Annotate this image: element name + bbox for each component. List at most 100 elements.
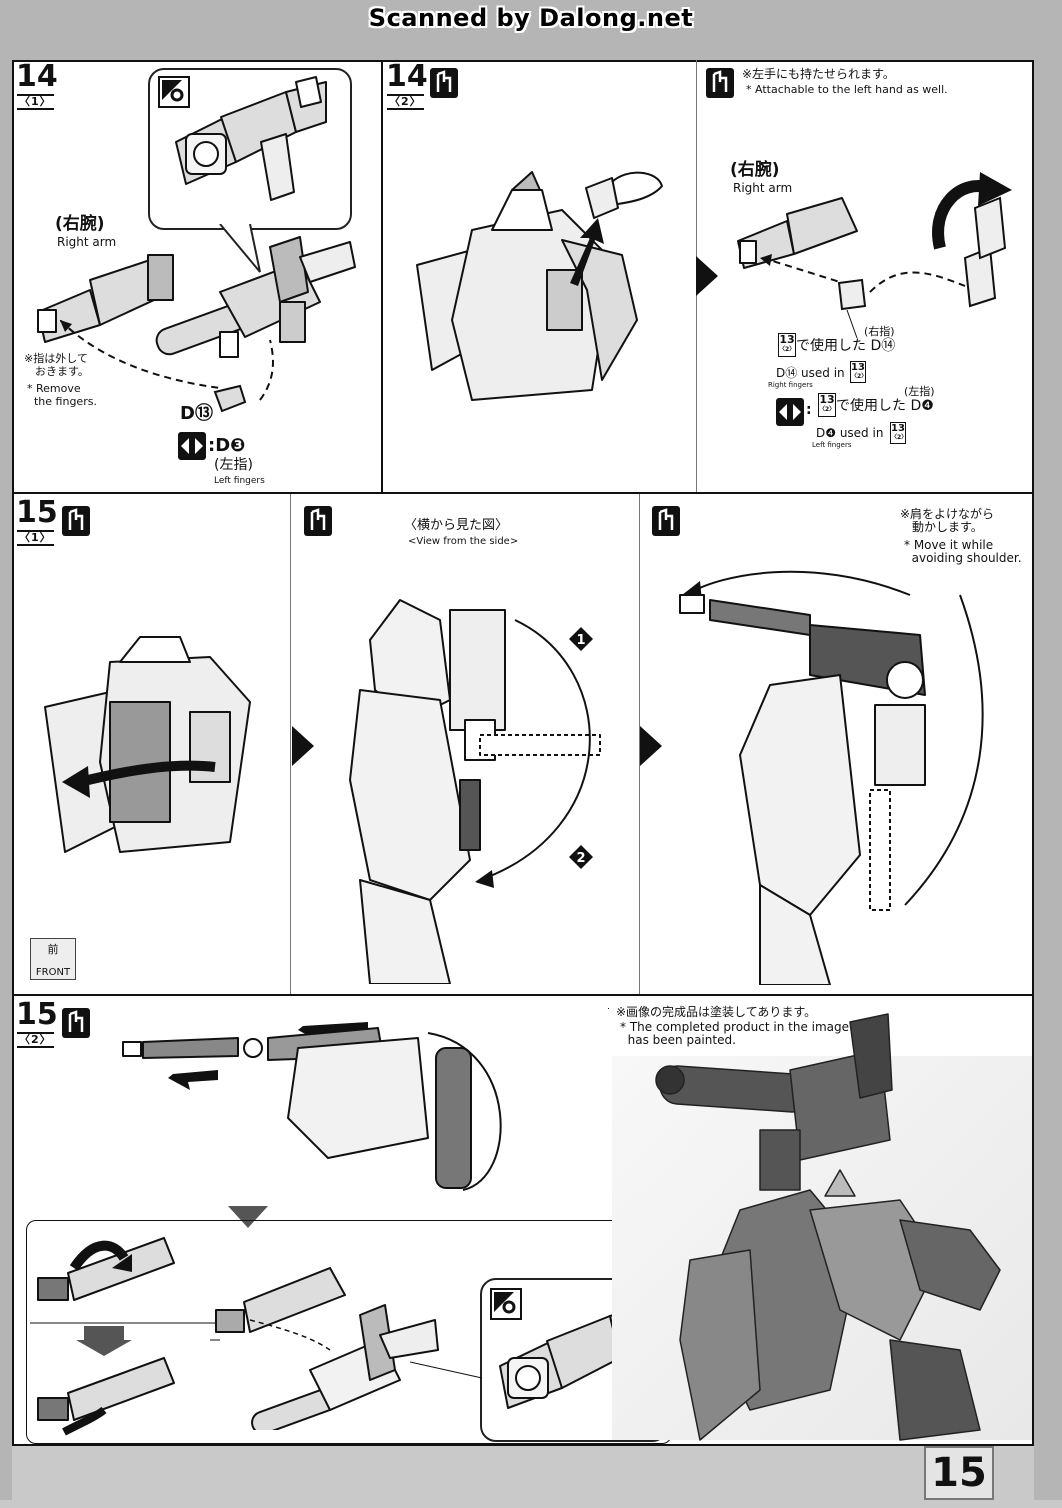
barrel-rotate-illustration [37, 1237, 175, 1436]
dashed-guide-line [760, 254, 966, 293]
next-step-arrow [696, 256, 718, 296]
step-number: 14 [16, 59, 58, 94]
zoom-detail-icon [490, 1288, 522, 1320]
divider-step15-1-a [290, 494, 291, 994]
step-number: 14 [386, 59, 428, 94]
left-hand-note-jp: ※左手にも持たせられます。 [742, 67, 895, 81]
remove-fingers-note-jp: ※指は外して おきます。 [24, 352, 89, 378]
right-arm-label-en: Right arm [57, 235, 117, 249]
left-hand-note-en: * Attachable to the left hand as well. [746, 83, 948, 96]
rotate-arrow [932, 172, 1012, 308]
part-d13-label: D⑬ [180, 403, 213, 424]
divider-line [30, 1322, 220, 1324]
svg-text:2: 2 [576, 851, 585, 866]
step-ref-badge: 13 〈2〉 [890, 422, 908, 444]
step-number: 15 [16, 997, 58, 1032]
right-arm-label-jp: (右腕) [55, 214, 105, 234]
swap-part-label: :D❸ [208, 435, 246, 456]
colon: : [806, 402, 812, 418]
down-arrow [228, 1206, 268, 1228]
front-label-jp: 前 [47, 943, 59, 956]
step-order-marker-2: 2 [569, 845, 593, 869]
swap-part-icon [178, 432, 206, 460]
mobile-suit-back-illustration [416, 171, 638, 401]
callout-pointer [410, 1361, 483, 1379]
divider-step14 [381, 60, 383, 494]
assemble-hand-icon [62, 506, 90, 536]
step-ref-badge: 13 〈2〉 [818, 393, 836, 417]
step-subnumber: 〈2〉 [387, 94, 424, 110]
zoom-detail-icon [158, 76, 190, 108]
bazooka-illustration [155, 236, 356, 358]
ref-sub: 〈2〉 [779, 346, 796, 353]
completed-product-photo-figure [655, 1013, 1001, 1441]
leader-line [846, 310, 858, 339]
divider-step15-2 [608, 1008, 609, 1009]
step-subnumber: 〈1〉 [17, 530, 54, 546]
left-fingers-label-jp: (左指) [214, 457, 253, 473]
front-direction-badge: 前 FRONT [30, 938, 76, 980]
left-margin [0, 60, 12, 1500]
assemble-hand-icon [304, 506, 332, 536]
step-subnumber: 〈1〉 [17, 94, 54, 110]
page-number: 15 [924, 1446, 994, 1500]
ref-sub: 〈2〉 [819, 406, 836, 413]
weapon-removal-illustration [122, 1022, 502, 1191]
callout-pointer [219, 224, 261, 273]
avoid-shoulder-note-jp: ※肩をよけながら 動かします。 [900, 507, 995, 534]
ref-step: 13 [891, 423, 905, 434]
right-margin [1034, 60, 1062, 1500]
weapon-over-shoulder-illustration [679, 570, 984, 985]
side-view-illustration [349, 599, 601, 984]
ref-sub: 〈2〉 [891, 434, 908, 441]
right-arm-illustration [737, 197, 858, 269]
finger-part-illustration [837, 278, 867, 311]
remove-fingers-note-en: * Remove the fingers. [27, 382, 97, 408]
front-label-en: FRONT [35, 967, 71, 978]
side-view-label-jp: 〈横から見た図〉 [404, 518, 509, 533]
handle-part-illustration [585, 171, 663, 219]
top-background [0, 0, 1062, 60]
step-number: 15 [16, 495, 58, 530]
right-fingers-label-jp: (右指) [864, 325, 895, 338]
step-ref-badge: 13 〈2〉 [778, 333, 796, 357]
watermark: Scanned by Dalong.net [368, 4, 694, 32]
used-in-jp-1: で使用した D⑭ [796, 338, 896, 354]
assemble-hand-icon [706, 68, 734, 98]
ref-step: 13 [779, 333, 795, 346]
finger-part-illustration [213, 384, 247, 413]
detach-arrow [570, 218, 604, 286]
right-arm-label-jp: (右腕) [730, 160, 780, 180]
avoid-shoulder-note-en: * Move it while avoiding shoulder. [904, 538, 1022, 565]
ref-sub: 〈2〉 [851, 373, 868, 380]
next-step-arrow [640, 726, 662, 766]
mobile-suit-back-rotate-illustration [44, 636, 251, 853]
ref-step: 13 [819, 393, 835, 406]
bazooka-detail-illustration [175, 76, 327, 201]
right-arm-label-en: Right arm [733, 181, 793, 195]
step-ref-badge: 13 〈2〉 [850, 361, 868, 383]
right-arm-illustration [37, 254, 174, 343]
dashed-guide-line [60, 320, 274, 401]
left-fingers-label-en: Left fingers [214, 476, 265, 486]
used-in-en-2: D❹ used in [816, 426, 884, 440]
side-view-label-en: <View from the side> [408, 536, 519, 547]
painted-note-jp: ※画像の完成品は塗装してあります。 [616, 1005, 817, 1019]
assemble-hand-icon [652, 506, 680, 536]
right-fingers-label-en: Right fingers [768, 381, 813, 389]
next-step-arrow [292, 726, 314, 766]
swap-part-icon [776, 398, 804, 426]
divider-step15-1-b [639, 494, 640, 994]
left-fingers-label-en: Left fingers [812, 441, 852, 449]
svg-text:1: 1 [576, 633, 585, 648]
left-fingers-label-jp: (左指) [904, 385, 935, 398]
step-order-marker-1: 1 [569, 627, 593, 651]
used-in-jp-2: で使用した D❹ [836, 398, 934, 414]
assemble-hand-icon [430, 68, 458, 98]
barrel-attach-illustration [210, 1267, 439, 1430]
step-subnumber: 〈2〉 [17, 1032, 54, 1048]
painted-note-en: * The completed product in the image has… [620, 1020, 850, 1047]
assemble-hand-icon [62, 1008, 90, 1038]
ref-step: 13 [851, 362, 865, 373]
used-in-en-1: D⑭ used in [776, 366, 845, 380]
